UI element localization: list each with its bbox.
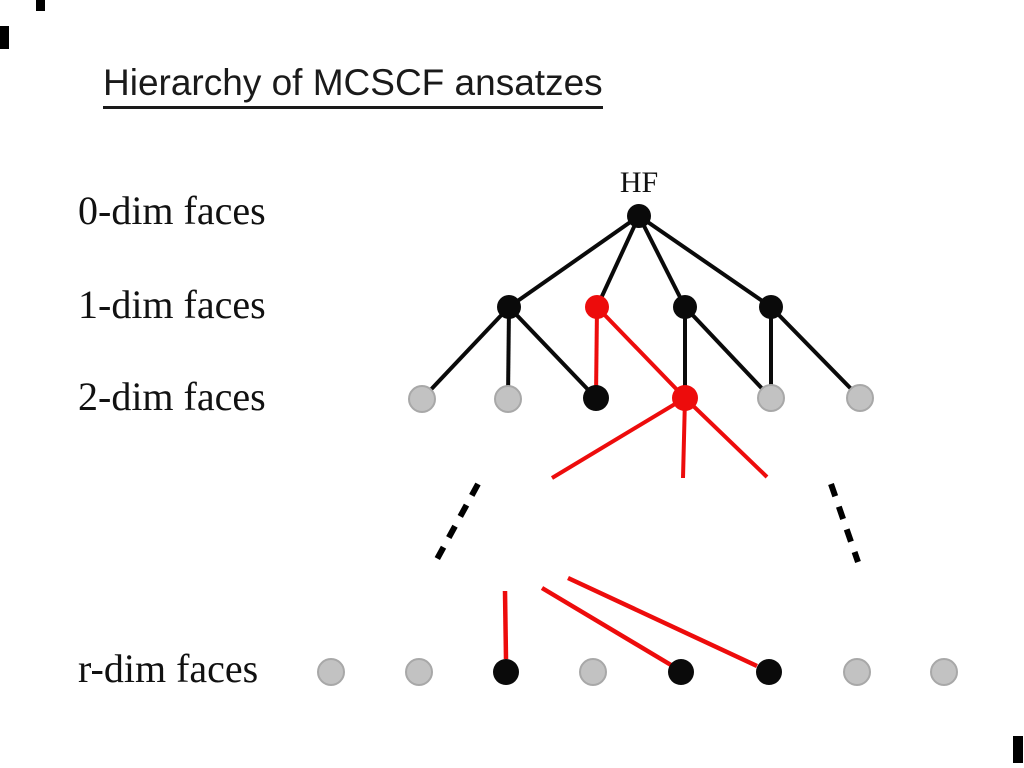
row-label-1-dim: 1-dim faces [78, 282, 266, 327]
graph-node-n2 [585, 295, 609, 319]
graph-node-b1 [317, 658, 345, 686]
graph-edge-hf-n1 [507, 214, 641, 309]
graph-node-b8 [930, 658, 958, 686]
graph-edge-n1-m1 [420, 305, 511, 401]
row-label-2-dim: 2-dim faces [78, 374, 266, 419]
graph-node-m4 [672, 385, 698, 411]
graph-node-b4 [579, 658, 607, 686]
graph-edge-hf-n3 [637, 215, 687, 308]
graph-node-n1 [497, 295, 521, 319]
graph-node-m2 [494, 385, 522, 413]
graph-node-m6 [846, 384, 874, 412]
red-lower-segment-2 [567, 575, 758, 669]
frame-mark-bottom-right [1013, 736, 1023, 763]
row-label-0-dim: 0-dim faces [78, 188, 266, 233]
graph-node-b5 [668, 659, 694, 685]
graph-node-m1 [408, 385, 436, 413]
graph-edge-hf-n4 [637, 214, 773, 309]
graph-edge-n1-m2 [506, 306, 511, 400]
graph-edge-n3-m5 [683, 305, 773, 400]
graph-node-m3 [583, 385, 609, 411]
slide-title: Hierarchy of MCSCF ansatzes [103, 63, 603, 109]
graph-node-hf [627, 204, 651, 228]
graph-node-b6 [756, 659, 782, 685]
graph-edge-n2-m3 [594, 306, 599, 399]
graph-node-n4 [759, 295, 783, 319]
graph-node-b3 [493, 659, 519, 685]
frame-mark-top [36, 0, 45, 11]
red-lower-segment-0 [502, 590, 509, 660]
red-ray-1 [681, 397, 687, 479]
graph-edge-n1-m3 [507, 305, 598, 400]
dashed-continuation-line-0 [433, 482, 481, 563]
graph-node-n3 [673, 295, 697, 319]
red-lower-segment-1 [540, 586, 673, 667]
frame-mark-left [0, 26, 9, 49]
graph-node-b2 [405, 658, 433, 686]
hf-root-label: HF [619, 166, 659, 199]
graph-node-b7 [843, 658, 871, 686]
graph-edge-n4-m6 [769, 305, 862, 400]
graph-edge-n2-m4 [595, 305, 687, 400]
red-ray-2 [683, 396, 769, 479]
row-label-r-dim: r-dim faces [78, 646, 259, 691]
graph-node-m5 [757, 384, 785, 412]
graph-edge-hf-n2 [595, 215, 641, 308]
dashed-continuation-line-1 [828, 483, 861, 563]
red-ray-0 [550, 396, 687, 480]
